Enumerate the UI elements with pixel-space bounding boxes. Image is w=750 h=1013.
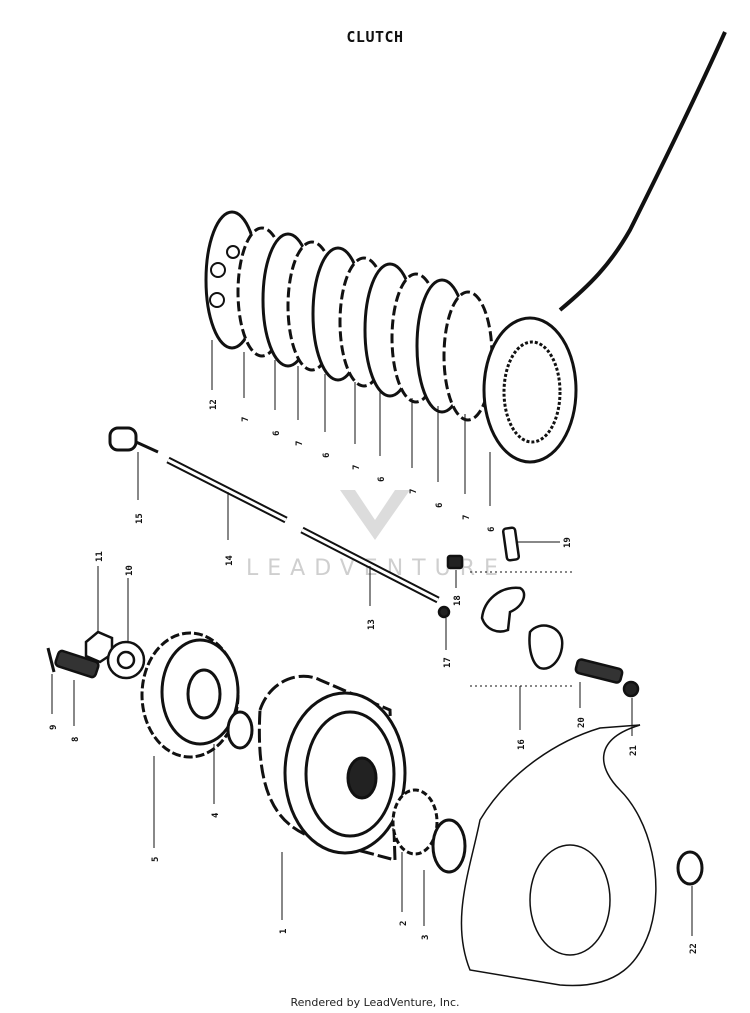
primary-gear-5 xyxy=(140,631,240,759)
push-rod-15 xyxy=(135,440,159,454)
callout-6: 6 xyxy=(272,431,282,436)
release-cam xyxy=(528,624,564,670)
callout-7: 7 xyxy=(462,515,472,520)
callout-7: 7 xyxy=(241,417,251,422)
release-arm xyxy=(480,586,526,633)
watermark-logo xyxy=(340,490,410,540)
callout-18: 18 xyxy=(453,595,463,606)
callout-16: 16 xyxy=(517,739,527,750)
callout-7: 7 xyxy=(295,441,305,446)
diagram-title: CLUTCH xyxy=(346,28,404,46)
washer-4 xyxy=(226,710,254,750)
cap-22 xyxy=(676,850,704,886)
callout-15: 15 xyxy=(135,513,145,524)
callout-22: 22 xyxy=(689,943,699,954)
callout-4: 4 xyxy=(211,812,221,818)
callouts: 12 7 6 7 6 7 6 7 6 7 6 15 14 13 19 18 17… xyxy=(49,399,699,954)
callout-1: 1 xyxy=(279,929,289,934)
leader-lines xyxy=(51,340,693,936)
release-mechanism xyxy=(437,526,640,698)
push-rod-13-inner xyxy=(301,528,439,602)
push-rod-14-inner xyxy=(167,458,287,522)
plate-holes xyxy=(209,245,240,308)
callout-2: 2 xyxy=(399,921,409,926)
spring-8 xyxy=(54,649,100,679)
washer-3 xyxy=(431,818,467,874)
callout-5: 5 xyxy=(151,857,161,862)
callout-14: 14 xyxy=(225,555,235,566)
clutch-cable xyxy=(558,31,727,312)
callout-21: 21 xyxy=(629,745,639,756)
callout-6: 6 xyxy=(435,503,445,508)
washer-10-hole xyxy=(116,650,136,670)
callout-9: 9 xyxy=(49,725,59,730)
callout-12: 12 xyxy=(209,399,219,410)
callout-17: 17 xyxy=(443,657,453,668)
plate-6e-inner xyxy=(502,340,562,444)
callout-6: 6 xyxy=(377,477,387,482)
callout-19: 19 xyxy=(563,537,573,548)
hole xyxy=(226,245,240,259)
part-20 xyxy=(574,658,624,684)
callout-6: 6 xyxy=(322,453,332,458)
clutch-plate-stack xyxy=(204,210,578,464)
housing-hub xyxy=(346,756,378,800)
callout-11: 11 xyxy=(95,551,105,562)
callout-7: 7 xyxy=(409,489,419,494)
callout-6: 6 xyxy=(487,527,497,532)
footer-credit: Rendered by LeadVenture, Inc. xyxy=(290,996,460,1009)
bracket-16 xyxy=(470,571,572,687)
part-18 xyxy=(446,554,464,570)
part-19 xyxy=(501,526,521,562)
part-17 xyxy=(437,605,451,619)
small-parts-left xyxy=(46,630,146,680)
part-21 xyxy=(622,680,640,698)
hole xyxy=(209,292,225,308)
push-rods xyxy=(108,426,440,604)
callout-13: 13 xyxy=(367,619,377,630)
push-rod-15-head xyxy=(108,426,138,452)
callout-20: 20 xyxy=(577,717,587,728)
callout-7: 7 xyxy=(352,465,362,470)
pin-9 xyxy=(46,647,56,673)
callout-10: 10 xyxy=(125,565,135,576)
clutch-housing-1 xyxy=(257,674,407,862)
hole xyxy=(210,262,226,278)
gear-5-hub xyxy=(186,668,222,720)
gear-2 xyxy=(391,788,439,856)
callout-3: 3 xyxy=(421,935,431,940)
callout-8: 8 xyxy=(71,737,81,742)
cover-boss xyxy=(529,844,611,956)
clutch-cover xyxy=(460,724,657,987)
